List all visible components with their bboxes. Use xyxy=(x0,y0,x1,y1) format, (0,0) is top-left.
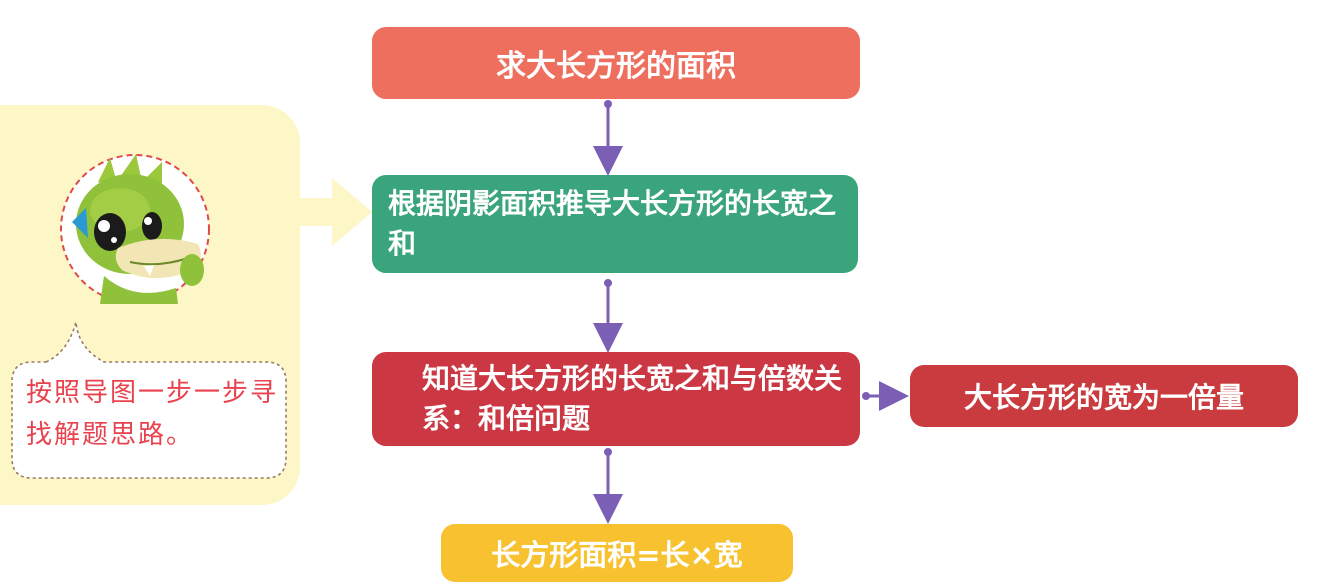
green-dinosaur-mascot-icon xyxy=(60,154,210,304)
speech-bubble xyxy=(11,321,287,479)
connector-root-to-step2 xyxy=(593,100,623,176)
connector-step3-to-branch xyxy=(862,381,909,411)
node-branch: 大长方形的宽为一倍量 xyxy=(910,365,1298,427)
guide-bubble-text: 按照导图一步一步寻找解题思路。 xyxy=(26,378,279,450)
node-step2: 根据阴影面积推导大长方形的长宽之和 xyxy=(372,175,858,273)
connector-step2-to-step3 xyxy=(593,279,623,353)
node-root: 求大长方形的面积 xyxy=(372,27,860,99)
node-step3: 知道大长方形的长宽之和与倍数关系：和倍问题 xyxy=(372,352,860,446)
panel-arrow-icon xyxy=(294,178,372,246)
node-final: 长方形面积=长×宽 xyxy=(441,524,793,582)
connector-step3-to-final xyxy=(593,448,623,524)
